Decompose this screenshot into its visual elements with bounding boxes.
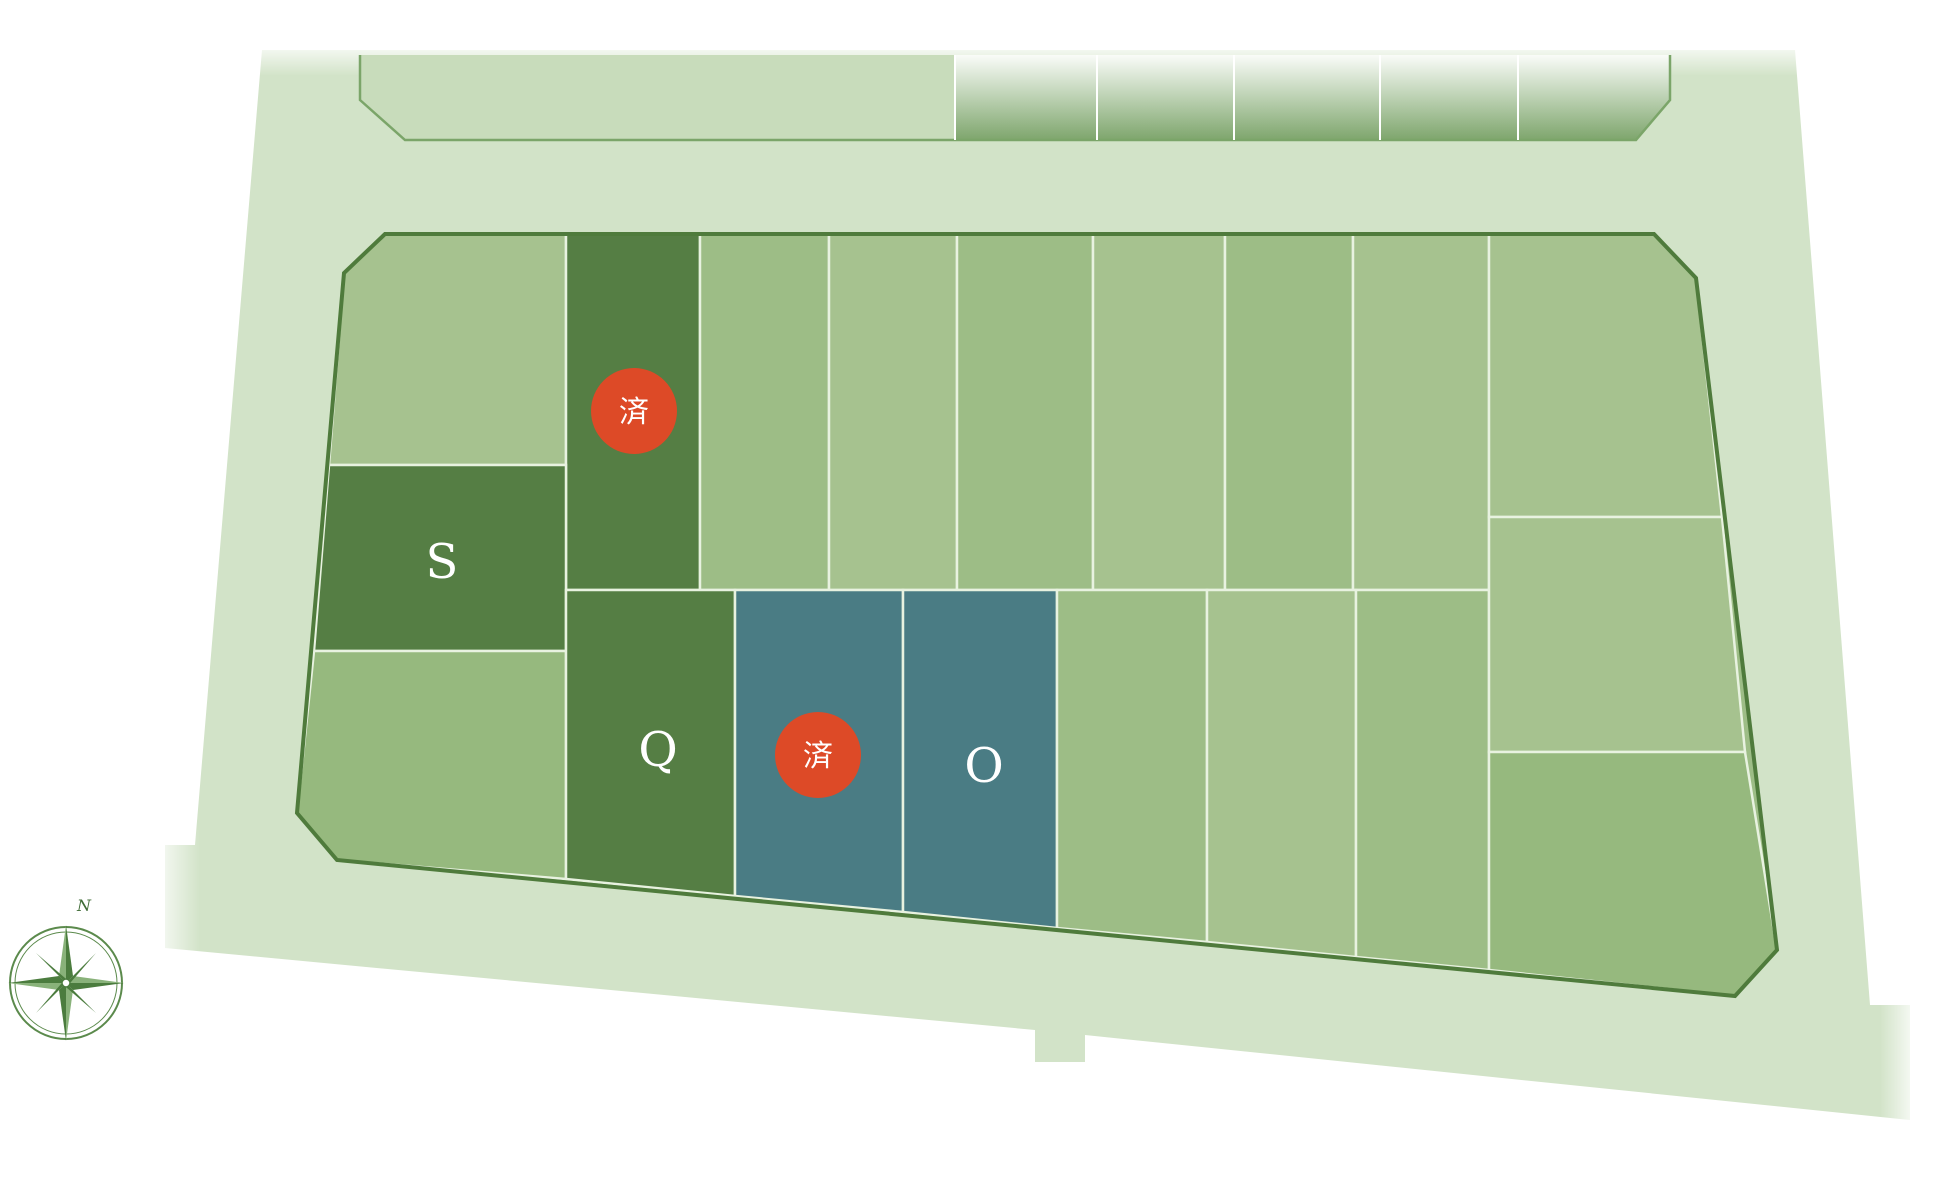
lot-top-7[interactable] [1223,232,1355,592]
lot-ne-corner[interactable] [1487,232,1724,519]
lot-top-8[interactable] [1351,232,1491,592]
sold-badge-lower-text: 済 [803,739,833,774]
road-fade-left [150,830,200,960]
lot-nw-corner[interactable] [327,232,568,467]
sold-badge-lower: 済 [775,712,861,798]
lot-bottom-5[interactable] [1205,588,1358,959]
lot-sw-corner[interactable] [295,649,568,881]
road-fade-right [1880,990,1920,1130]
compass-rose-icon: N [8,896,124,1041]
lot-top-3[interactable] [698,232,831,592]
lots [295,232,1779,998]
subdivision-boundary [294,232,1780,999]
lot-bottom-6[interactable] [1354,588,1491,972]
lot-top-4[interactable] [827,232,959,592]
lot-se-corner[interactable] [1487,750,1779,998]
compass-north-label: N [76,896,92,915]
north-block [358,55,1672,142]
sold-badge-upper-text: 済 [619,395,649,430]
lot-bottom-4[interactable] [1055,588,1209,944]
lot-top-6[interactable] [1091,232,1227,592]
lot-label-O: O [964,738,1003,794]
sold-badge-upper: 済 [591,368,677,454]
lot-label-S: S [426,534,459,590]
lot-label-Q: Q [638,722,677,778]
lot-east-middle[interactable] [1487,515,1747,754]
lot-top-5[interactable] [955,232,1095,592]
